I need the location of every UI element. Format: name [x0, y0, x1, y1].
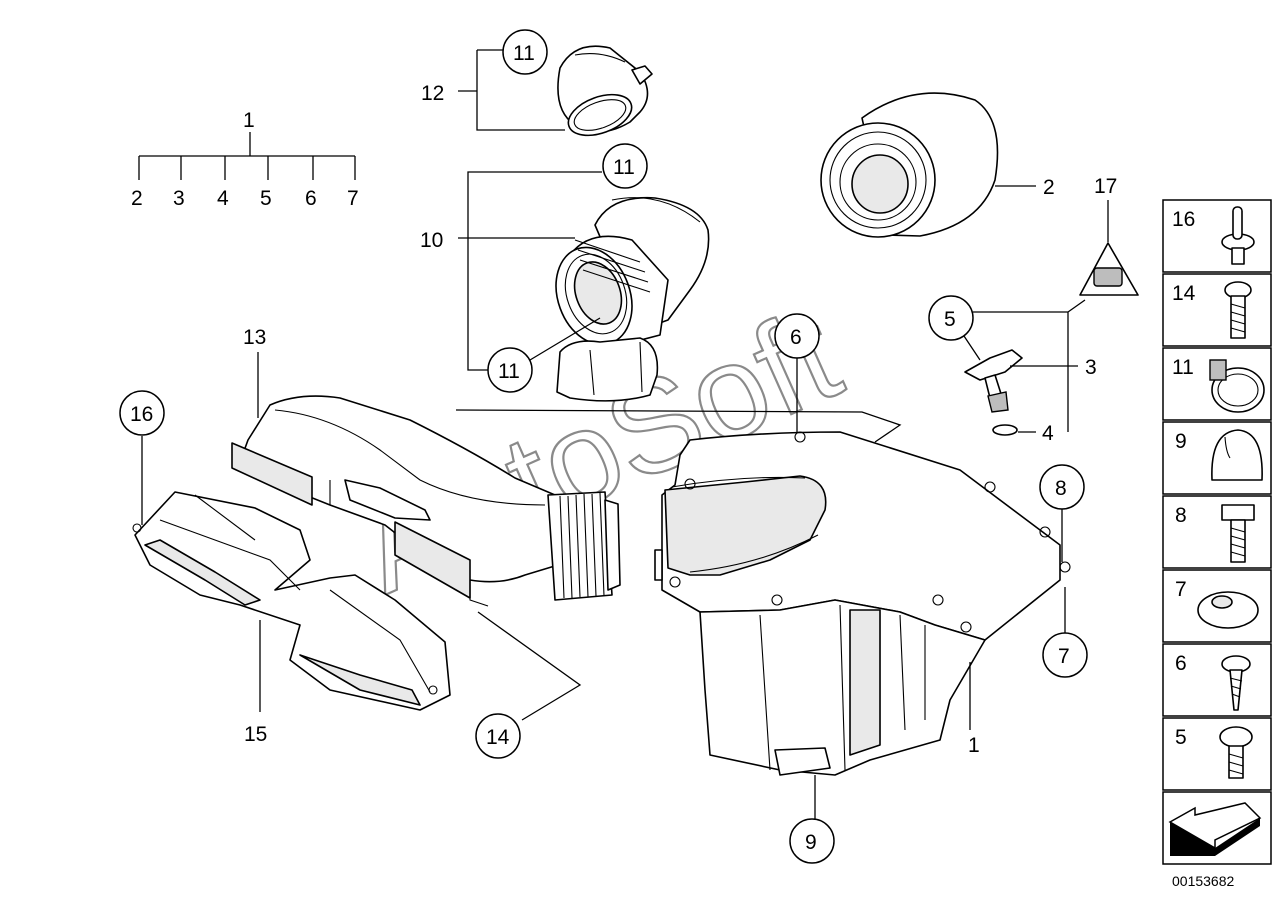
bolt-icon [1221, 504, 1255, 563]
callout-tree: 1 2 3 4 5 6 7 [131, 109, 359, 210]
self-tapping-screw-icon [1221, 655, 1251, 711]
torx-screw-icon [1219, 726, 1253, 779]
screw-icon [1224, 281, 1252, 339]
air-duct-part[interactable] [231, 395, 559, 607]
rubber-boot-part[interactable] [557, 45, 653, 143]
callout-11-circle [487, 347, 533, 393]
tree-child-label: 2 [131, 187, 143, 210]
intake-hose-clamp-part[interactable] [547, 491, 621, 601]
callout-sensor-lead [963, 299, 1086, 432]
callout-11-label: 11 [613, 156, 635, 179]
callout-6-label: 6 [790, 326, 802, 349]
callout-17-label: 17 [1094, 175, 1117, 198]
tree-child-label: 5 [260, 187, 272, 210]
callout-5-label: 5 [944, 308, 956, 331]
tree-child-label: 3 [173, 187, 185, 210]
mount-lead [455, 409, 902, 443]
legend-cell-label: 9 [1175, 430, 1187, 453]
callout-16-label: 16 [130, 403, 153, 426]
callout-1-label: 1 [968, 734, 980, 757]
lower-air-guide-part[interactable] [132, 491, 451, 711]
callout-11-lead [529, 317, 601, 361]
legend-cell-label: 16 [1172, 208, 1195, 231]
callout-12-lead [458, 49, 565, 131]
legend-cell[interactable] [1162, 643, 1272, 717]
callout-11-label: 11 [498, 360, 520, 383]
callout-3-label: 3 [1085, 356, 1097, 379]
rubber-cap-icon [1211, 429, 1263, 481]
callout-2-label: 2 [1043, 176, 1055, 199]
legend-cell-label: 5 [1175, 726, 1187, 749]
callout-11-label: 11 [513, 42, 535, 65]
legend-cell[interactable] [1162, 199, 1272, 273]
next-page-arrow-icon[interactable] [1168, 802, 1262, 856]
tree-child-label: 7 [347, 187, 359, 210]
tree-child-label: 6 [305, 187, 317, 210]
grommet-icon [1197, 591, 1259, 629]
callout-13-label: 13 [243, 326, 266, 349]
callout-8-label: 8 [1055, 477, 1067, 500]
airbox-housing-part[interactable] [654, 431, 1071, 776]
legend-cell-label: 6 [1175, 652, 1187, 675]
legend-cell[interactable] [1162, 717, 1272, 791]
intake-duct-part[interactable] [543, 196, 710, 402]
tree-lines [138, 132, 356, 180]
legend-cell-label: 14 [1172, 282, 1196, 305]
callout-9-label: 9 [805, 831, 817, 854]
callout-15-label: 15 [244, 723, 267, 746]
callout-11-circle [602, 143, 648, 189]
legend-cell-label: 11 [1172, 356, 1194, 379]
warning-label-part[interactable] [1079, 242, 1139, 296]
callout-14-lead [477, 611, 582, 721]
callout-10-label: 10 [420, 229, 443, 252]
callout-14-circle [475, 713, 521, 759]
callout-12-label: 12 [421, 82, 444, 105]
diagram-id-label: 00153682 [1172, 873, 1235, 889]
push-rivet-icon [1221, 206, 1255, 265]
tree-root-label: 1 [243, 109, 255, 132]
callout-7-label: 7 [1058, 645, 1070, 668]
fastener-legend: 16 14 11 9 8 [1162, 199, 1272, 865]
callout-16-circle [119, 390, 165, 436]
hose-clamp-icon [1209, 359, 1265, 413]
tree-child-label: 4 [217, 187, 229, 210]
callout-5-circle [928, 295, 974, 341]
legend-cell-label: 8 [1175, 504, 1187, 527]
callout-4-label: 4 [1042, 422, 1054, 445]
legend-cell[interactable] [1162, 273, 1272, 347]
callout-11-circle [502, 29, 548, 75]
callout-9-circle [789, 818, 835, 864]
legend-cell-label: 7 [1175, 578, 1187, 601]
callout-10-lead [458, 171, 602, 371]
callout-14-label: 14 [486, 726, 510, 749]
air-filter-part[interactable] [820, 92, 999, 238]
air-mass-sensor-part[interactable] [964, 349, 1023, 436]
